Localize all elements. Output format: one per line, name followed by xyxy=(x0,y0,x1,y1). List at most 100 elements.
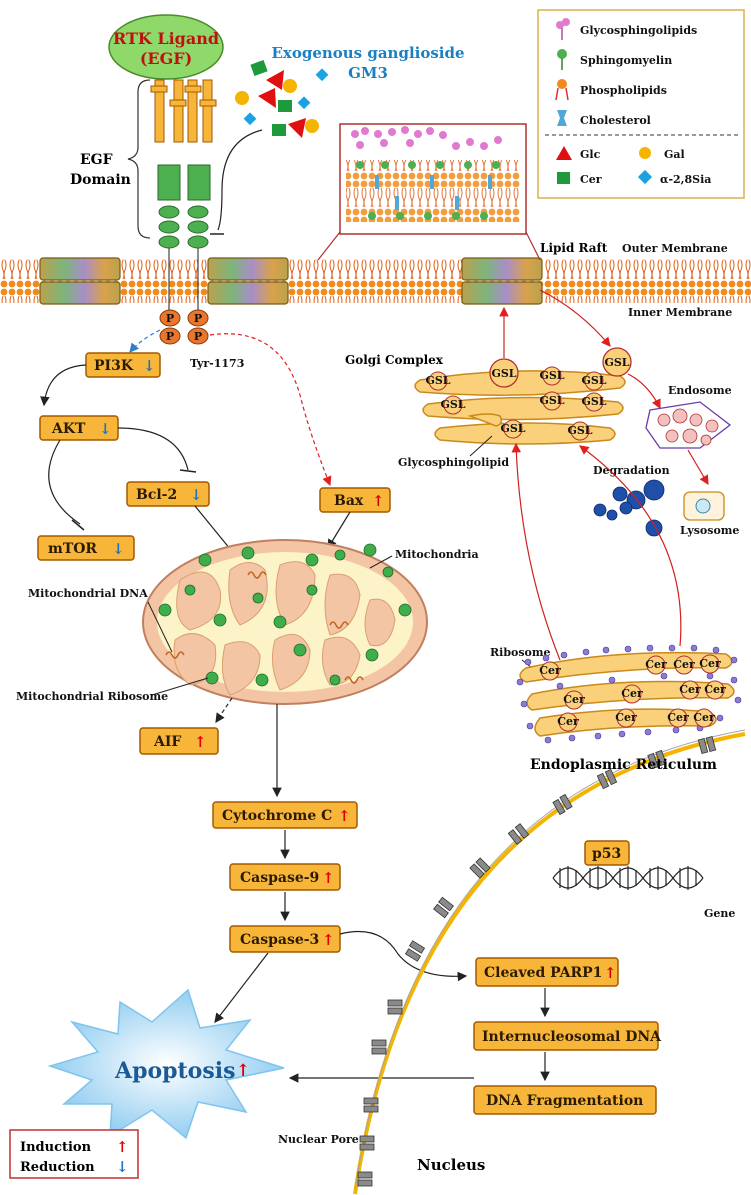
rtk-ligand xyxy=(108,14,224,80)
degradation-label: Degradation xyxy=(593,464,670,477)
svg-text:Cer: Cer xyxy=(667,711,689,724)
svg-text:PI3K: PI3K xyxy=(94,358,134,374)
egf-domain-line2: Domain xyxy=(70,172,131,188)
svg-text:GSL: GSL xyxy=(539,369,564,382)
golgi-complex xyxy=(414,370,626,445)
svg-text:mTOR: mTOR xyxy=(48,541,97,557)
svg-text:↓: ↓ xyxy=(143,357,156,375)
outer-membrane-label: Outer Membrane xyxy=(622,242,728,255)
gal-icon xyxy=(639,147,651,159)
legend-bottom: Induction ↑ Reduction ↓ xyxy=(9,1129,139,1179)
gene-label: Gene xyxy=(704,907,735,920)
svg-text:GSL: GSL xyxy=(567,424,592,437)
svg-text:Glycosphingolipids: Glycosphingolipids xyxy=(580,24,697,37)
svg-text:Cholesterol: Cholesterol xyxy=(580,114,651,127)
svg-text:GSL: GSL xyxy=(539,394,564,407)
parp-box: Cleaved PARP1 ↑ xyxy=(475,957,619,987)
svg-text:Glc: Glc xyxy=(580,148,601,161)
membrane-proteins xyxy=(39,257,543,305)
svg-text:Cer: Cer xyxy=(615,711,637,724)
glycosphingolipid-label: Glycosphingolipid xyxy=(398,456,509,469)
gsl-vesicles: GSL GSL GSL GSL GSL GSL GSL GSL GSL GSL xyxy=(425,347,632,441)
svg-text:Cer: Cer xyxy=(645,658,667,671)
svg-text:Caspase-9: Caspase-9 xyxy=(240,870,319,886)
mtor-box: mTOR ↓ xyxy=(37,535,135,561)
svg-text:P: P xyxy=(194,312,202,325)
golgi-label: Golgi Complex xyxy=(345,353,444,367)
svg-text:Cer: Cer xyxy=(621,687,643,700)
sia-icon xyxy=(637,169,653,185)
svg-text:P: P xyxy=(166,330,174,343)
svg-text:Cer: Cer xyxy=(557,715,579,728)
svg-text:α-2,8Sia: α-2,8Sia xyxy=(660,173,711,186)
svg-text:Bcl-2: Bcl-2 xyxy=(136,487,177,503)
er-label: Endoplasmic Reticulum xyxy=(530,757,717,773)
aif-box: AIF ↑ xyxy=(139,727,219,755)
svg-text:Internucleosomal DNA: Internucleosomal DNA xyxy=(482,1029,662,1045)
lipid-raft-label: Lipid Raft xyxy=(540,241,608,255)
svg-text:↓: ↓ xyxy=(112,540,125,558)
svg-text:P: P xyxy=(166,312,174,325)
svg-text:Cer: Cer xyxy=(699,657,721,670)
svg-text:GSL: GSL xyxy=(604,356,629,369)
svg-text:Bax: Bax xyxy=(334,493,364,509)
legend-top: Glycosphingolipids Sphingomyelin Phospho… xyxy=(537,9,745,199)
ganglioside-line1: Exogenous ganglioside xyxy=(271,44,464,62)
svg-text:↓: ↓ xyxy=(116,1158,129,1176)
plasma-membrane xyxy=(0,259,751,303)
ligand-line1: RTK Ligand xyxy=(113,29,219,48)
gm3-molecules xyxy=(235,59,329,138)
svg-text:Cleaved PARP1: Cleaved PARP1 xyxy=(484,965,602,981)
svg-text:Cer: Cer xyxy=(673,658,695,671)
internucleosomal-box: Internucleosomal DNA xyxy=(473,1021,662,1051)
egf-domain-brace xyxy=(127,79,151,239)
svg-text:Cytochrome C: Cytochrome C xyxy=(222,808,332,824)
svg-text:GSL: GSL xyxy=(581,374,606,387)
svg-text:GSL: GSL xyxy=(491,367,516,380)
pi3k-box: PI3K ↓ xyxy=(85,352,161,378)
mito-dna-label: Mitochondrial DNA xyxy=(28,587,148,600)
dna-helix xyxy=(552,866,704,890)
phospholipid-icon xyxy=(555,79,569,101)
nucleus-label: Nucleus xyxy=(417,1156,485,1174)
mito-ribosome-label: Mitochondrial Ribosome xyxy=(16,690,168,703)
svg-text:AKT: AKT xyxy=(51,421,86,437)
svg-text:↑: ↑ xyxy=(372,492,385,510)
phospho-sites: P P P P xyxy=(159,309,209,345)
bax-box: Bax ↑ xyxy=(319,487,391,513)
egf-domain-line1: EGF xyxy=(80,152,113,168)
tyr-label: Tyr-1173 xyxy=(190,357,244,370)
lipid-raft-inset xyxy=(339,123,527,235)
svg-text:p53: p53 xyxy=(592,846,621,862)
apoptosis-label: Apoptosis xyxy=(114,1058,235,1084)
svg-text:GSL: GSL xyxy=(500,422,525,435)
svg-text:Cer: Cer xyxy=(679,683,701,696)
svg-text:Cer: Cer xyxy=(563,693,585,706)
ganglioside-line2: GM3 xyxy=(348,64,388,82)
svg-text:GSL: GSL xyxy=(581,395,606,408)
caspase9-box: Caspase-9 ↑ xyxy=(229,863,341,891)
nuclear-pore-label: Nuclear Pore xyxy=(278,1133,359,1146)
svg-text:↑: ↑ xyxy=(194,733,207,751)
glycosphingolipid-icon xyxy=(556,18,570,40)
svg-text:↑: ↑ xyxy=(236,1061,250,1081)
lysosome xyxy=(683,491,725,521)
svg-text:↑: ↑ xyxy=(322,869,335,887)
p53-box: p53 xyxy=(584,840,630,866)
svg-text:AIF: AIF xyxy=(153,734,181,750)
endosome xyxy=(645,401,732,449)
svg-text:Cer: Cer xyxy=(704,683,726,696)
induction-label: Induction xyxy=(20,1140,92,1155)
cer-icon xyxy=(557,172,570,184)
cytochrome-box: Cytochrome C ↑ xyxy=(212,801,358,829)
nuclear-pores xyxy=(357,735,717,1187)
akt-box: AKT ↓ xyxy=(39,415,119,441)
endosome-label: Endosome xyxy=(668,384,732,397)
svg-text:Gal: Gal xyxy=(664,148,685,161)
mitochondria-label: Mitochondria xyxy=(395,548,479,561)
reduction-label: Reduction xyxy=(20,1160,95,1175)
caspase3-box: Caspase-3 ↑ xyxy=(229,925,341,953)
svg-text:Cer: Cer xyxy=(539,664,561,677)
svg-text:GSL: GSL xyxy=(440,398,465,411)
